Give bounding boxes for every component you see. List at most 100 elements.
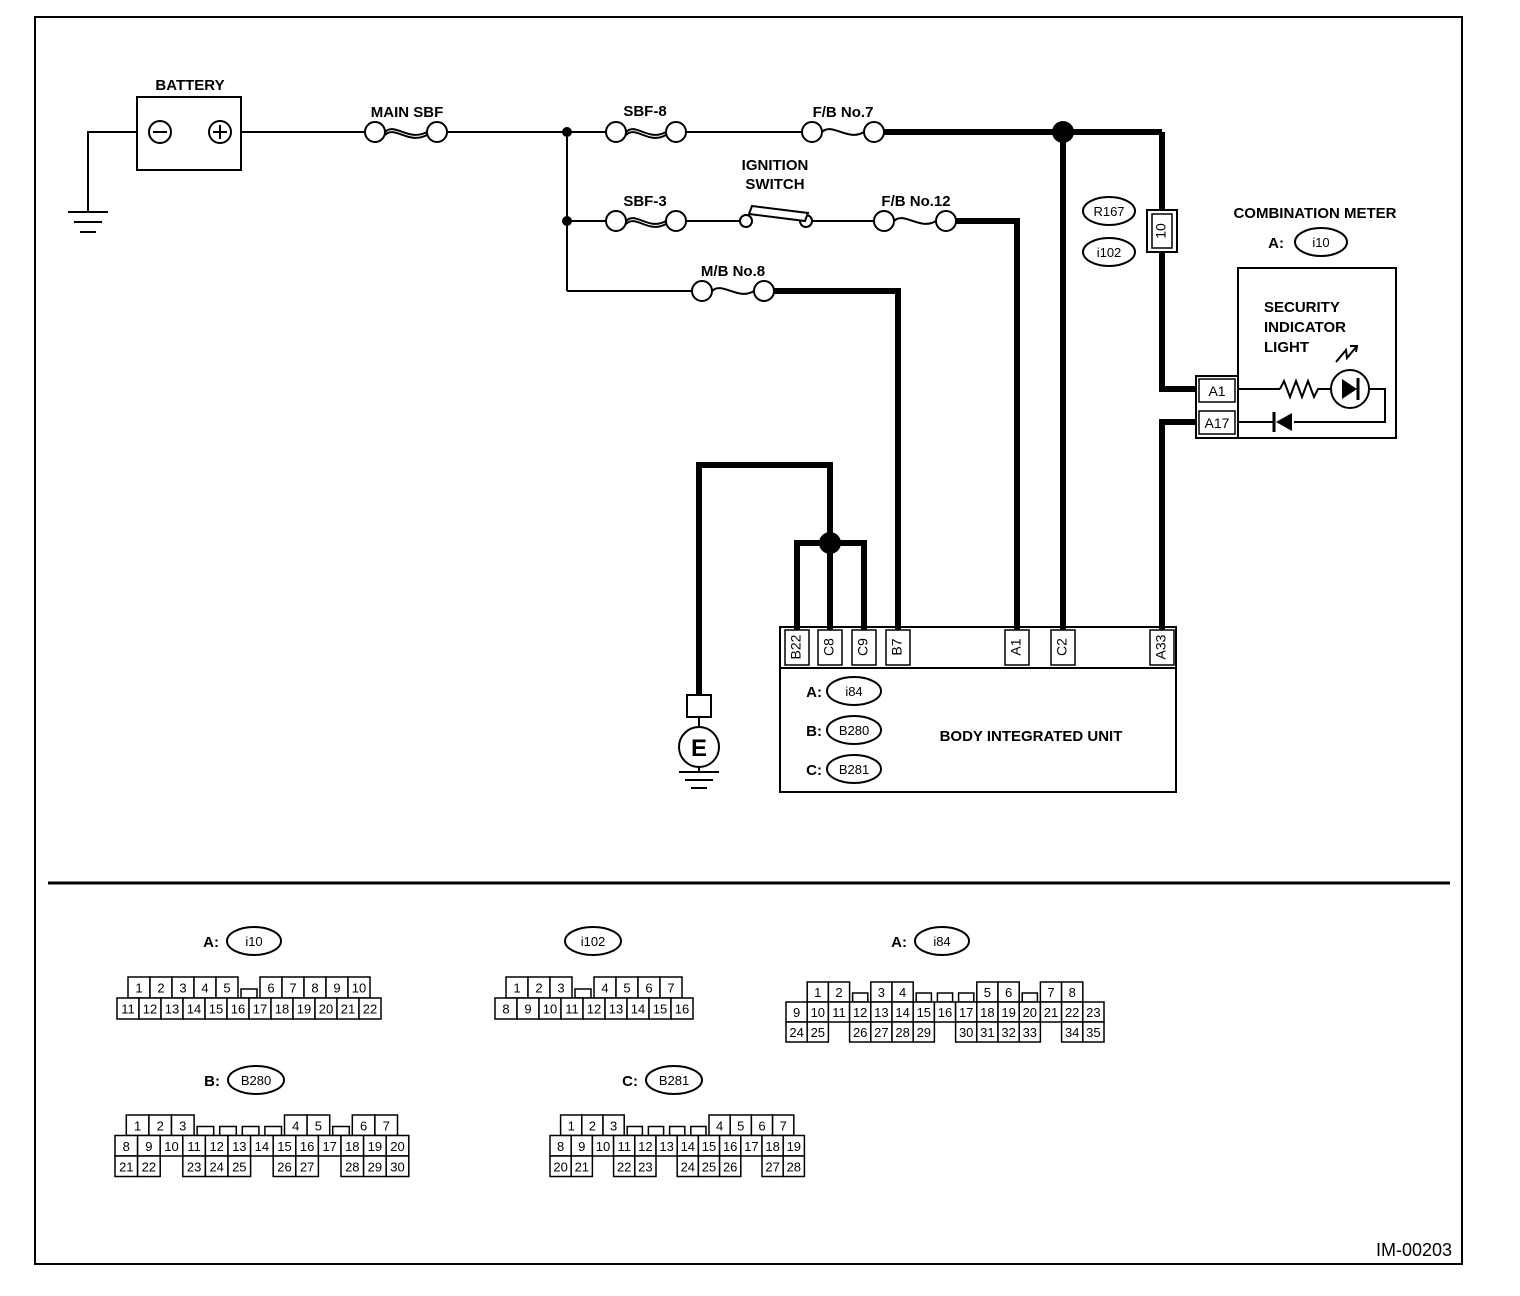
combination-meter-label: COMBINATION METER xyxy=(1233,205,1396,222)
connector-prefix: B: xyxy=(204,1073,220,1090)
biu-pin-box xyxy=(1004,629,1030,666)
connector-cell xyxy=(570,1155,594,1178)
connector-pin-number: 19 xyxy=(297,1002,311,1017)
biu-pin-label: C2 xyxy=(1054,638,1070,656)
connector-pin-number: 15 xyxy=(209,1002,223,1017)
connector-pin-number: 3 xyxy=(878,985,885,1000)
connector-pin-number: 17 xyxy=(253,1002,267,1017)
connector-pin-number: 8 xyxy=(123,1139,130,1154)
connector-pin-number: 5 xyxy=(737,1118,744,1133)
connector-pin-number: 18 xyxy=(765,1139,779,1154)
diode-symbol xyxy=(1272,412,1292,432)
security-label-line3: LIGHT xyxy=(1264,339,1309,356)
connector-pin-number: 4 xyxy=(899,985,906,1000)
biu-pin-label: B7 xyxy=(889,638,905,655)
biu-pin-label: C9 xyxy=(855,638,871,656)
biu-conn-c-ellipse xyxy=(826,754,882,784)
connector-pin-number: 12 xyxy=(143,1002,157,1017)
diagram-id: IM-00203 xyxy=(1376,1240,1452,1260)
connector-pin-number: 13 xyxy=(874,1005,888,1020)
connector-pin-number: 11 xyxy=(832,1005,846,1020)
connector-pin-number: 31 xyxy=(980,1025,994,1040)
biu-conn-b-label: B280 xyxy=(839,723,869,738)
biu-conn-c-label: B281 xyxy=(839,762,869,777)
connector-pin-number: 16 xyxy=(938,1005,952,1020)
connector-pin-number: 20 xyxy=(390,1139,404,1154)
connector-pin-number: 13 xyxy=(165,1002,179,1017)
connector-cell xyxy=(670,997,694,1020)
connector-key xyxy=(626,1125,644,1137)
battery xyxy=(136,96,242,171)
biu-pin-box xyxy=(1149,629,1175,666)
connector-id-ellipse xyxy=(226,926,282,956)
connector-cell xyxy=(136,1155,161,1178)
connector-pin-number: 3 xyxy=(557,981,564,996)
connector-pin-number: 29 xyxy=(368,1159,382,1174)
connector-pin-number: 9 xyxy=(793,1005,800,1020)
connector-key xyxy=(240,988,258,999)
connector-key xyxy=(1021,992,1039,1003)
connector-cell xyxy=(806,1021,830,1043)
i102-label: i102 xyxy=(1097,245,1122,260)
connector-pin-number: 6 xyxy=(758,1118,765,1133)
connector-pin-number: 29 xyxy=(917,1025,931,1040)
connector-cell xyxy=(385,1155,410,1178)
ignition-switch xyxy=(739,204,813,228)
connector-pin-number: 30 xyxy=(390,1159,404,1174)
thick-wires xyxy=(696,129,1196,695)
connector-pin-number: 23 xyxy=(187,1159,201,1174)
ground-e-symbol xyxy=(678,694,720,789)
connector-pin-number: 9 xyxy=(333,981,340,996)
connector-id-ellipse xyxy=(645,1065,703,1095)
battery-label: BATTERY xyxy=(155,77,224,94)
connector-r167 xyxy=(1082,196,1136,226)
connector-cell xyxy=(295,1155,320,1178)
connector-pin-number: 6 xyxy=(1005,985,1012,1000)
connector-pin-number: 2 xyxy=(157,981,164,996)
connector-pin-number: 14 xyxy=(631,1002,645,1017)
meter-pin-block xyxy=(1195,375,1239,439)
connector-pin-number: 14 xyxy=(255,1139,269,1154)
ground-e-label: E xyxy=(691,735,707,762)
biu-conn-b-ellipse xyxy=(826,715,882,745)
connector-pin-number: 26 xyxy=(853,1025,867,1040)
connector-key xyxy=(957,992,975,1003)
connector-key xyxy=(936,992,954,1003)
connector-pin-number: 8 xyxy=(1069,985,1076,1000)
connector-pin-number: 27 xyxy=(874,1025,888,1040)
thin-wires xyxy=(68,131,1386,423)
connector-pin-number: 30 xyxy=(959,1025,973,1040)
connector-pin-number: 10 xyxy=(596,1139,610,1154)
connector-pin-number: 10 xyxy=(352,981,366,996)
connector-key xyxy=(196,1125,215,1137)
connector-pin-number: 1 xyxy=(568,1118,575,1133)
connector-id-label: i84 xyxy=(933,934,950,949)
connector-pin-number: 24 xyxy=(789,1025,803,1040)
fb7-label: F/B No.7 xyxy=(813,104,874,121)
connector-pin-number: 22 xyxy=(1065,1005,1079,1020)
connector-key xyxy=(218,1125,238,1137)
led-indicator-icon xyxy=(1330,345,1370,409)
sbf3-label: SBF-3 xyxy=(623,193,666,210)
connector-pin-number: 12 xyxy=(209,1139,223,1154)
connector-pin-number: 18 xyxy=(980,1005,994,1020)
meter-pin-a1: A1 xyxy=(1208,383,1225,399)
biu-pin-box xyxy=(817,629,843,666)
connector-pin-number: 8 xyxy=(311,981,318,996)
connector-id-ellipse xyxy=(914,926,970,956)
connector-cell xyxy=(1082,1021,1105,1043)
connector-pin-number: 9 xyxy=(524,1002,531,1017)
pin-10-box xyxy=(1146,209,1178,253)
meter-conn-ellipse xyxy=(1294,227,1348,257)
connector-pin-number: 20 xyxy=(553,1159,567,1174)
connector-id-ellipse xyxy=(227,1065,285,1095)
connector-pin-number: 28 xyxy=(345,1159,359,1174)
biu-pin-box xyxy=(885,629,911,666)
connector-pin-number: 25 xyxy=(702,1159,716,1174)
connector-id-label: B281 xyxy=(659,1073,689,1088)
connector-pin-number: 20 xyxy=(319,1002,333,1017)
connector-pin-number: 14 xyxy=(895,1005,909,1020)
